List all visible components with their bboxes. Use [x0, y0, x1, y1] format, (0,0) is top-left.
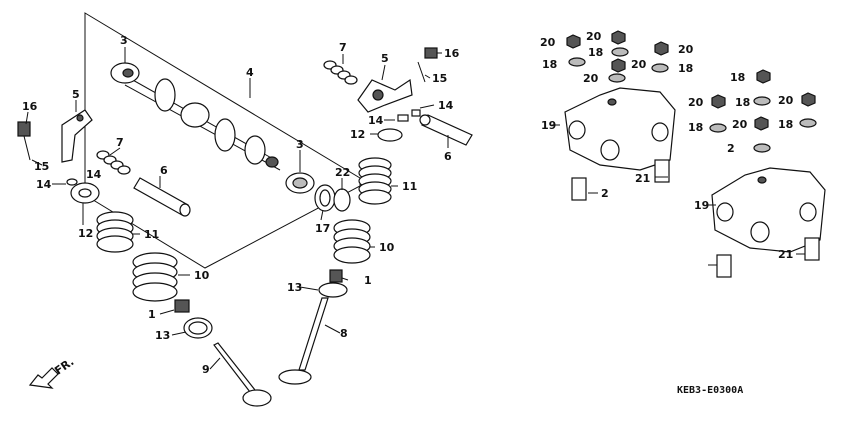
retainer-12-right — [377, 128, 403, 142]
callout: 20 — [631, 58, 647, 71]
dowel-21-upper — [571, 177, 587, 201]
stem-seal-right — [329, 269, 343, 283]
callout-labels: 3 4 5 16 15 7 6 14 14 12 11 10 1 13 9 3 … — [22, 30, 794, 376]
callout: 12 — [78, 227, 93, 240]
callout: 20 — [540, 36, 556, 49]
washer-22 — [333, 188, 351, 212]
clip-14-left — [66, 178, 78, 186]
valve-spring-10-right — [333, 219, 371, 264]
camshaft — [110, 62, 281, 171]
callout: 2 — [601, 187, 609, 200]
callout: 10 — [194, 269, 210, 282]
callout: 1 — [364, 274, 372, 287]
callout: 18 — [730, 71, 745, 84]
callout: 18 — [688, 121, 703, 134]
diagram-code: KEB3-E0300A — [677, 385, 743, 396]
callout: 1 — [148, 308, 156, 321]
callout: 20 — [732, 118, 748, 131]
callout: 3 — [296, 138, 304, 151]
callout: 18 — [778, 118, 793, 131]
callout: 11 — [402, 180, 417, 193]
callout: 11 — [144, 228, 159, 241]
valve-8 — [298, 297, 329, 371]
callout: 18 — [588, 46, 603, 59]
stem-seal-left — [174, 299, 190, 313]
callout: 14 — [86, 168, 102, 181]
camshaft-group-outline — [84, 12, 361, 269]
callout: 8 — [340, 327, 348, 340]
callout: 5 — [72, 88, 80, 101]
callout: 14 — [368, 114, 384, 127]
callout: 19 — [694, 199, 709, 212]
spring-seat-13-right — [318, 282, 348, 298]
leader-lines — [25, 47, 805, 370]
callout: 4 — [246, 66, 254, 79]
callout: 15 — [432, 72, 447, 85]
spring-7-left — [96, 150, 131, 175]
callout: 3 — [120, 34, 128, 47]
callout: 20 — [586, 30, 602, 43]
callout: 18 — [735, 96, 750, 109]
valve-9 — [213, 342, 256, 393]
callout: 13 — [155, 329, 170, 342]
callout: 14 — [438, 99, 454, 112]
callout: 18 — [678, 62, 693, 75]
adjuster-nut-right — [424, 47, 438, 59]
callout: 14 — [36, 178, 52, 191]
callout: 16 — [444, 47, 460, 60]
callout: 6 — [160, 164, 168, 177]
valve-spring-11-left — [96, 211, 134, 253]
valve-spring-10-left — [132, 252, 178, 302]
callout: 18 — [542, 58, 557, 71]
rocker-holder-lower — [711, 167, 826, 253]
callout: 20 — [778, 94, 794, 107]
valve-spring-11-right — [358, 157, 392, 205]
dowel-21-lower — [716, 254, 732, 278]
spring-7-right — [323, 60, 358, 85]
callout: 10 — [379, 241, 395, 254]
front-arrow-icon — [28, 367, 59, 389]
callout: 22 — [335, 166, 350, 179]
callout: 20 — [688, 96, 704, 109]
callout: 2 — [727, 142, 735, 155]
callout: 17 — [315, 222, 330, 235]
rocker-holder-upper — [564, 87, 676, 171]
nut-washer-group — [566, 30, 817, 153]
dowel-19-upper — [654, 159, 670, 183]
callout: 7 — [339, 41, 347, 54]
callout: 20 — [583, 72, 599, 85]
callout: 21 — [635, 172, 650, 185]
callout: 15 — [34, 160, 49, 173]
callout: 6 — [444, 150, 452, 163]
callout: 5 — [381, 52, 389, 65]
rocker-arm-right — [357, 78, 413, 113]
callout: 16 — [22, 100, 38, 113]
callout: 20 — [678, 43, 694, 56]
clip-14-right — [397, 114, 409, 122]
callout: 12 — [350, 128, 365, 141]
callout: 19 — [541, 119, 556, 132]
callout: 13 — [287, 281, 302, 294]
dowel-19-lower — [804, 237, 820, 261]
callout: 9 — [202, 363, 210, 376]
rocker-arm-left — [61, 109, 93, 163]
adjuster-nut-left — [17, 121, 31, 137]
callout: 21 — [778, 248, 793, 261]
callout: 7 — [116, 136, 124, 149]
